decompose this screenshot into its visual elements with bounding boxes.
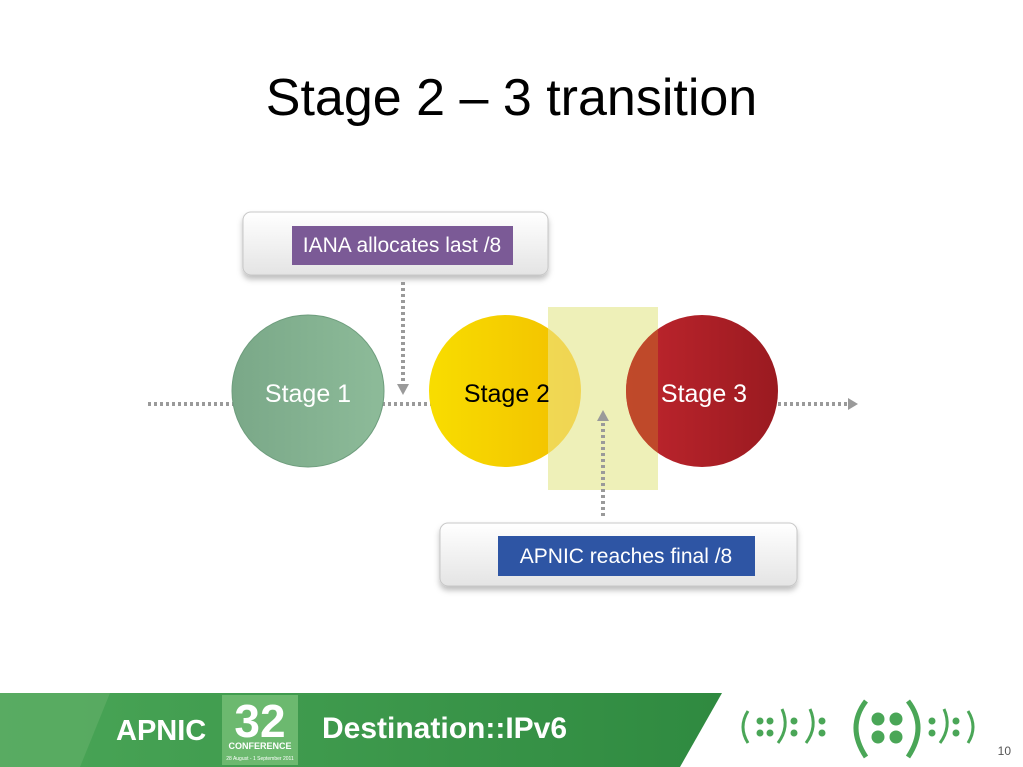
apnic-pointer-arrowhead	[597, 410, 609, 421]
iana-callout-text: IANA allocates last /8	[303, 234, 501, 257]
iana-callout: IANA allocates last /8	[242, 211, 549, 276]
iana-pointer-arrowhead	[397, 384, 409, 395]
conference-dates: 28 August - 1 September 2011	[226, 756, 294, 762]
conference-number: 32	[234, 695, 285, 747]
transition-diagram: Stage 1 Stage 2 Stage 3 IANA allocates l…	[148, 211, 858, 587]
stage-1-node: Stage 1	[231, 314, 385, 468]
timeline-arrowhead	[848, 398, 858, 410]
stage-2-node: Stage 2	[429, 315, 581, 467]
conference-number-box	[222, 695, 298, 765]
conference-label: CONFERENCE	[228, 741, 291, 751]
footer-pattern-area	[0, 693, 110, 767]
ipv6-logo-graphic	[741, 699, 975, 759]
footer-tagline: Destination::IPv6	[322, 712, 567, 745]
apnic-callout: APNIC reaches final /8	[439, 522, 798, 587]
stage-3-node: Stage 3	[626, 315, 778, 467]
slide-number: 10	[997, 744, 1011, 758]
stage-2-label: Stage 2	[464, 380, 550, 408]
stage-1-label: Stage 1	[265, 380, 351, 408]
apnic-callout-text: APNIC reaches final /8	[520, 545, 732, 568]
apnic-logo: APNIC	[116, 715, 206, 747]
footer-green-band	[0, 693, 722, 767]
conference-footer-banner: APNIC 32 CONFERENCE 28 August - 1 Septem…	[0, 693, 975, 767]
slide-title: Stage 2 – 3 transition	[265, 69, 758, 127]
stage-3-label: Stage 3	[661, 380, 747, 408]
